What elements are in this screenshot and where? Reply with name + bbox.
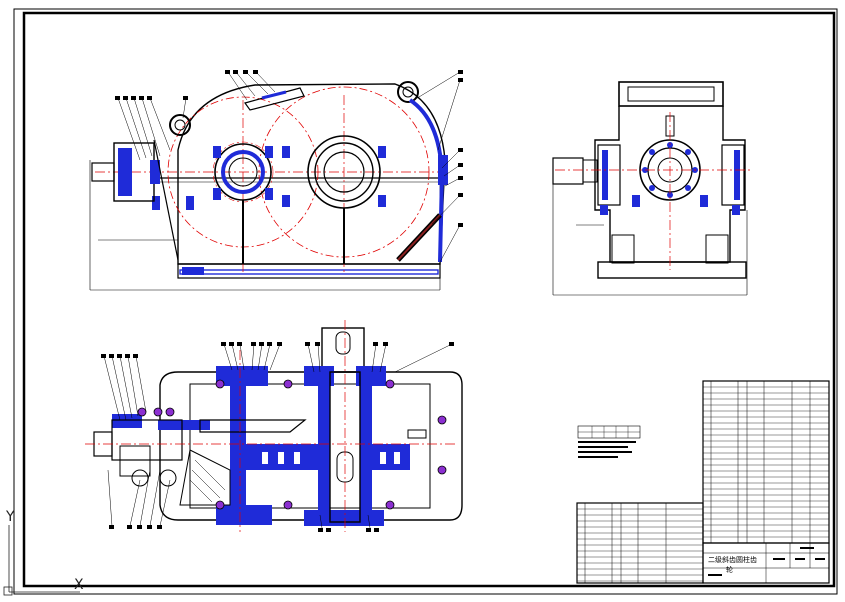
- top-section-view: [85, 320, 463, 532]
- ucs-y-label: Y: [6, 509, 15, 525]
- sheet-outer-border: [13, 8, 838, 595]
- side-view: [552, 81, 752, 296]
- title-block: 二级斜齿圆柱齿 轮: [576, 502, 830, 584]
- ucs-icon: X: [3, 525, 84, 596]
- parts-list: [702, 380, 830, 544]
- sheet-inner-border: [22, 11, 836, 588]
- front-view: [89, 70, 463, 291]
- tech-requirements: [577, 425, 641, 458]
- ucs-x-label: X: [74, 577, 84, 593]
- drawing-title-line2: 轮: [726, 565, 733, 574]
- drawing-title-line1: 二级斜齿圆柱齿: [708, 555, 757, 564]
